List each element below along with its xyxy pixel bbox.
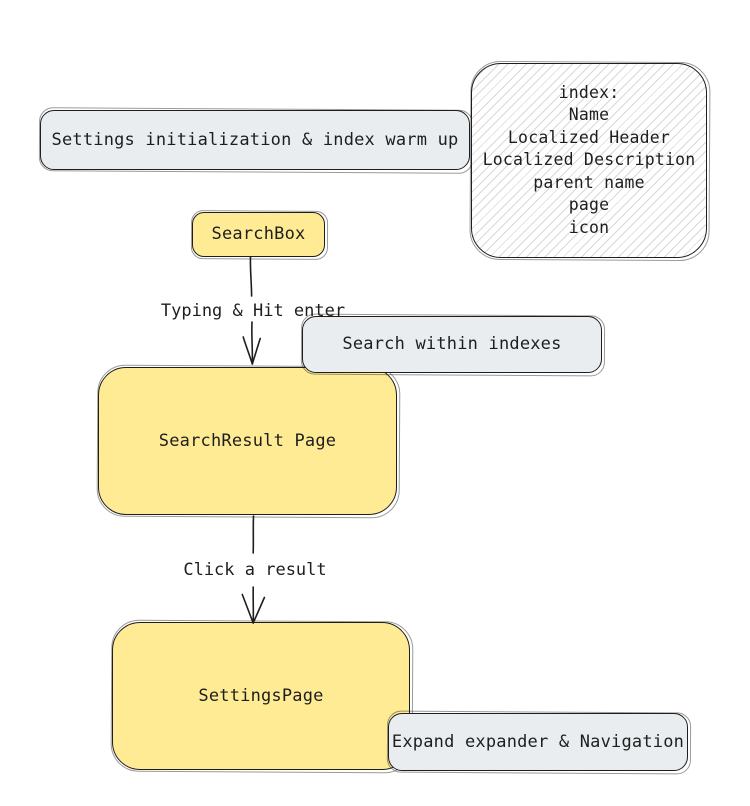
node-searchresult-page: SearchResult Page [98,367,397,515]
node-search-within-indexes: Search within indexes [302,316,602,373]
index-note-lines: index: Name Localized Header Localized D… [483,82,696,239]
note-line: index: [558,83,620,103]
note-line: Localized Description [482,150,696,170]
edge-label-click-a-result: Click a result [183,560,327,580]
edge-label-typing-hit-enter: Typing & Hit enter [160,301,346,321]
node-settings-init-label: Settings initialization & index warm up [51,129,459,150]
note-line: page [568,195,610,215]
note-line: Name [568,105,610,125]
node-settings-init: Settings initialization & index warm up [40,110,470,170]
note-line: parent name [533,172,645,192]
node-searchbox: SearchBox [192,212,325,257]
node-expand-navigation: Expand expander & Navigation [388,713,688,771]
node-index-note: index: Name Localized Header Localized D… [471,63,707,258]
node-settingspage: SettingsPage [112,622,410,770]
note-line: icon [568,217,610,237]
note-line: Localized Header [507,127,671,147]
node-settingspage-label: SettingsPage [198,685,324,706]
node-searchbox-label: SearchBox [211,224,306,244]
node-searchresult-page-label: SearchResult Page [158,430,337,451]
node-expand-navigation-label: Expand expander & Navigation [391,731,685,752]
node-search-within-indexes-label: Search within indexes [342,334,562,354]
